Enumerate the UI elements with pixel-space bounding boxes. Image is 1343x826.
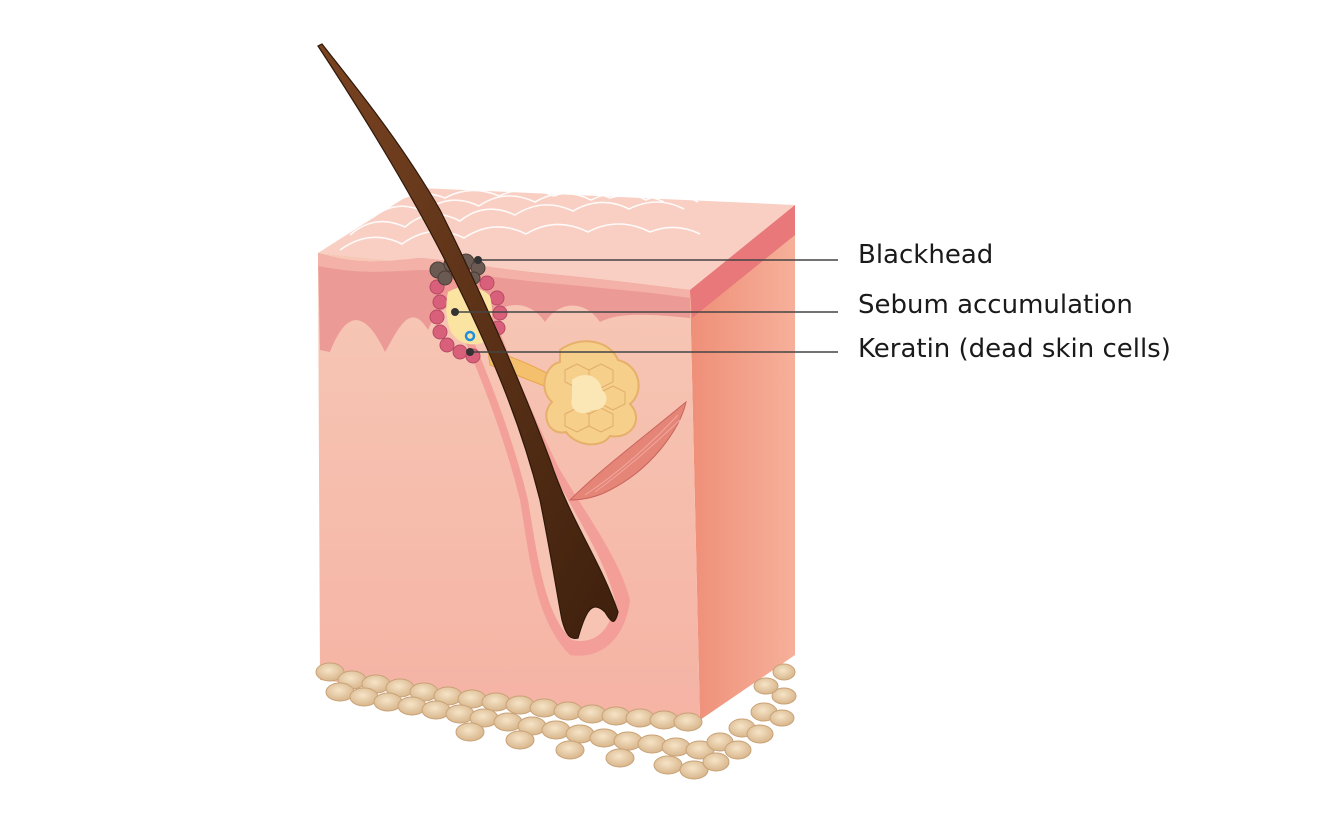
label-keratin: Keratin (dead skin cells) (858, 334, 1171, 364)
epidermis-side-band (690, 205, 795, 318)
leader-lines (455, 259, 838, 353)
sebum-core (571, 375, 607, 414)
skin-side-face (690, 205, 795, 720)
arrector-pili-muscle (568, 400, 687, 501)
leader-dots (451, 256, 482, 356)
fat-cell-layer (315, 662, 797, 780)
label-sebum-accumulation: Sebum accumulation (858, 290, 1133, 320)
epidermis-top-edge (318, 253, 690, 298)
hair-shaft (317, 43, 619, 640)
bacteria-dot (464, 330, 476, 342)
epidermis-band (318, 253, 690, 352)
keratin-cluster (429, 275, 508, 364)
leader-dot-keratin (466, 348, 474, 356)
leader-dot-blackhead (474, 256, 482, 264)
muscle-striations (584, 414, 681, 496)
leader-dot-sebum (451, 308, 459, 316)
label-blackhead: Blackhead (858, 240, 993, 270)
